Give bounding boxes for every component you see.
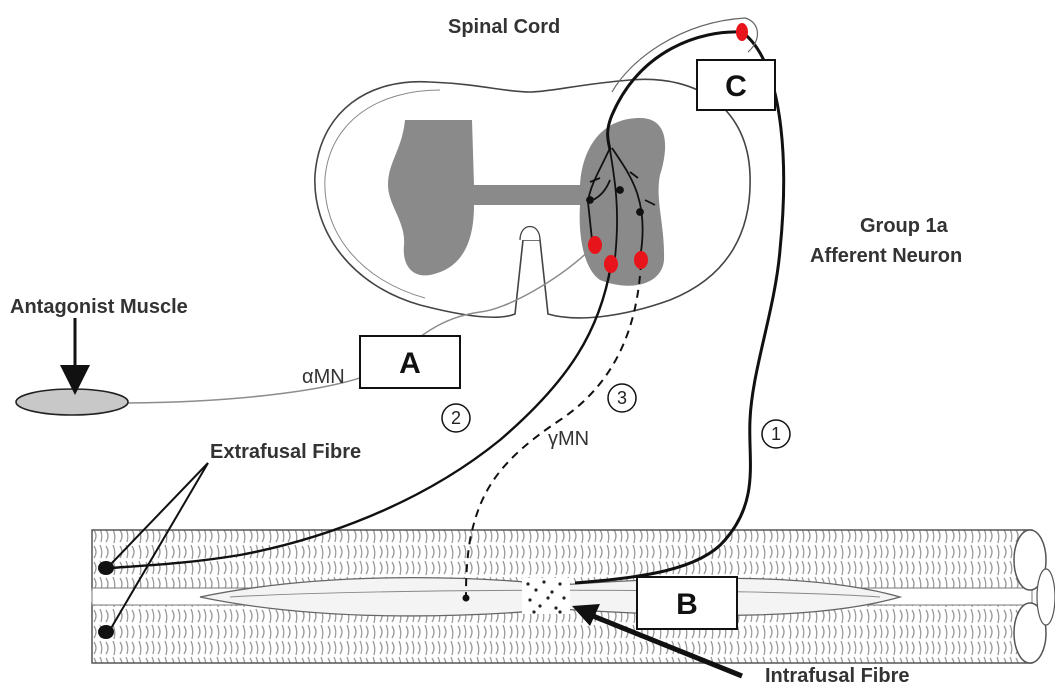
svg-text:3: 3 [617, 388, 627, 408]
spinal-cord-section [315, 79, 750, 318]
svg-text:A: A [399, 347, 421, 380]
gamma-mn-label: γMN [548, 428, 589, 450]
antagonist-muscle [16, 389, 128, 415]
intrafusal-fibre-label: Intrafusal Fibre [765, 665, 909, 687]
spindle-equator [522, 578, 570, 614]
synapse-c [736, 23, 748, 41]
spinal-cord-label: Spinal Cord [448, 16, 560, 38]
group-1a-label-line1: Group 1a [860, 215, 949, 237]
number-1: 1 [762, 420, 790, 448]
synapse-antagonist-mn [588, 236, 602, 254]
number-2: 2 [442, 404, 470, 432]
box-c: C [697, 60, 775, 110]
synapse-alpha-mn [604, 255, 618, 273]
svg-text:C: C [725, 70, 747, 103]
extrafusal-fibre-label: Extrafusal Fibre [210, 441, 361, 463]
box-b: B [637, 577, 737, 629]
number-3: 3 [608, 384, 636, 412]
svg-text:B: B [676, 588, 698, 621]
synapse-gamma-mn [634, 251, 648, 269]
box-a: A [360, 336, 460, 388]
alpha-mn-label: αMN [302, 366, 345, 388]
antagonist-muscle-label: Antagonist Muscle [10, 296, 188, 318]
group-1a-label-line2: Afferent Neuron [810, 245, 962, 267]
svg-text:1: 1 [771, 424, 781, 444]
muscle-fibre-bundle [92, 530, 1055, 663]
svg-text:2: 2 [451, 408, 461, 428]
